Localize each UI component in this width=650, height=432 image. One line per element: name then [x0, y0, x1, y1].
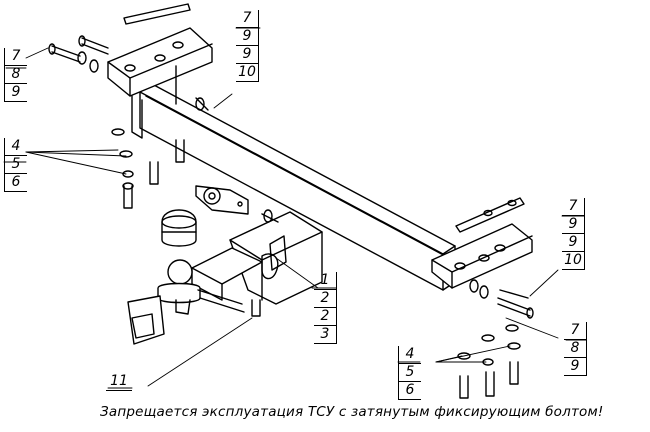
callout-label: 7	[236, 10, 259, 28]
callout-label: 2	[314, 290, 337, 308]
callout-label: 7	[564, 322, 587, 340]
callout-label: 7	[4, 48, 27, 66]
callout-label: 6	[398, 382, 421, 400]
callout-part-11: 11	[106, 372, 132, 391]
callout-label: 10	[562, 252, 585, 270]
callout-label: 8	[4, 66, 27, 84]
socket-bracket	[195, 185, 249, 215]
hitch-receiver	[191, 211, 323, 305]
tow-ball-assembly	[157, 259, 245, 315]
callout-label: 9	[236, 46, 259, 64]
callout-label: 5	[398, 364, 421, 382]
callout-label: 9	[564, 358, 587, 376]
callout-label: 4	[4, 138, 27, 156]
left-bracket	[107, 3, 213, 139]
right-bracket	[431, 197, 533, 289]
warning-text: Запрещается эксплуатация ТСУ с затянутым…	[100, 404, 604, 420]
callout-group-left-washers: 4 5 6	[4, 138, 27, 192]
callout-label: 10	[236, 64, 259, 82]
callout-label: 9	[236, 28, 259, 46]
callout-label: 6	[4, 174, 27, 192]
callout-group-top-left: 7 8 9	[4, 48, 27, 102]
callout-label: 2	[314, 308, 337, 326]
leader-lines	[3, 27, 587, 389]
callout-group-bottom-washers: 4 5 6	[398, 346, 421, 400]
callout-label: 1	[314, 272, 337, 290]
callout-label: 3	[314, 326, 337, 344]
callout-label: 9	[562, 234, 585, 252]
callout-group-top-middle: 7 9 9 10	[236, 10, 259, 82]
callout-group-right-lower: 7 8 9	[564, 322, 587, 376]
fasteners-left	[48, 35, 279, 223]
callout-label: 5	[4, 156, 27, 174]
fasteners-right	[251, 279, 534, 399]
callout-label: 7	[562, 198, 585, 216]
callout-label: 9	[562, 216, 585, 234]
callout-group-right-upper: 7 9 9 10	[562, 198, 585, 270]
callout-label: 8	[564, 340, 587, 358]
callout-label: 9	[4, 84, 27, 102]
ball-cap	[161, 209, 197, 247]
plug-cover	[127, 295, 165, 345]
callout-label: 4	[398, 346, 421, 364]
callout-group-center: 1 2 2 3	[314, 272, 337, 344]
